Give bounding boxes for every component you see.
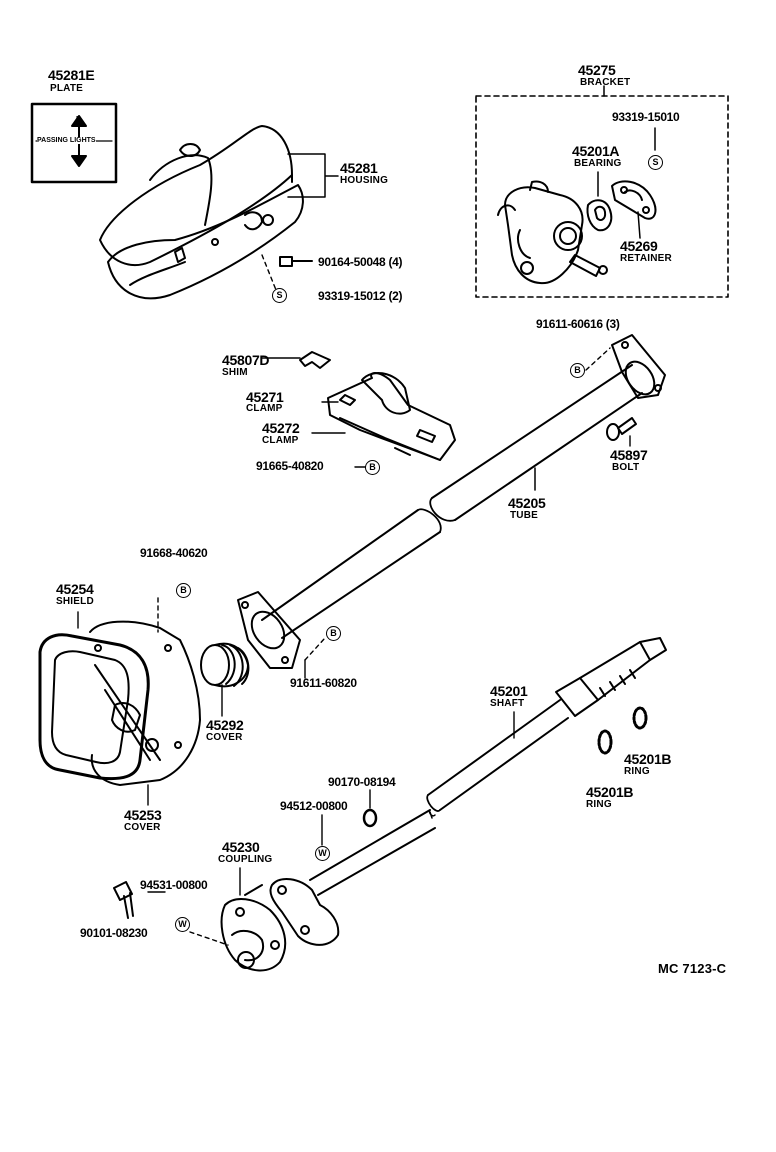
plate-drawing (30, 102, 118, 184)
boot-cover-drawing (200, 642, 250, 688)
part-number-45271: 45271 (246, 389, 284, 405)
part-number-94531-00800: 94531-00800 (140, 878, 208, 892)
part-number-91611-60616: 91611-60616 (3) (536, 317, 620, 331)
part-number-45253: 45253 (124, 807, 162, 823)
part-number-45292: 45292 (206, 717, 244, 733)
part-name-clamp-45272: CLAMP (262, 435, 299, 446)
part-name-shaft: SHAFT (490, 698, 525, 709)
bolt-b-symbol-tube: B (570, 363, 585, 378)
part-number-93319-15010: 93319-15010 (612, 110, 680, 124)
clamp-drawing (327, 372, 456, 461)
part-name-bolt: BOLT (612, 462, 640, 473)
part-number-90101-08230: 90101-08230 (80, 926, 148, 940)
rings-drawing (597, 706, 648, 755)
part-number-45201: 45201 (490, 683, 528, 699)
part-name-clamp-45271: CLAMP (246, 403, 283, 414)
part-number-45272: 45272 (262, 420, 300, 436)
part-name-ring-upper: RING (624, 766, 650, 777)
part-number-45281E: 45281E (48, 67, 95, 83)
part-number-45201B-upper: 45201B (624, 751, 672, 767)
part-number-91668-40620: 91668-40620 (140, 546, 208, 560)
part-number-91611-60820: 91611-60820 (290, 676, 357, 690)
part-name-retainer: RETAINER (620, 253, 672, 264)
part-number-93319-15012: 93319-15012 (2) (318, 289, 403, 303)
shaft-drawing (309, 637, 667, 896)
washer-w-symbol-coupling: W (175, 917, 190, 932)
part-number-45254: 45254 (56, 581, 94, 597)
part-number-91665-40820: 91665-40820 (256, 459, 324, 473)
housing-screw-drawing (261, 254, 313, 291)
part-number-90164-50048: 90164-50048 (4) (318, 255, 403, 269)
part-name-coupling: COUPLING (218, 854, 273, 865)
part-name-ring-lower: RING (586, 799, 612, 810)
part-number-90170-08194: 90170-08194 (328, 775, 396, 789)
part-number-45269: 45269 (620, 238, 658, 254)
plate-text-top: L (76, 116, 81, 123)
part-name-plate: PLATE (50, 83, 84, 94)
part-name-tube: TUBE (510, 510, 539, 521)
part-name-bracket: BRACKET (580, 77, 631, 88)
part-number-45205: 45205 (508, 495, 546, 511)
bolt-b-symbol-shield: B (176, 583, 191, 598)
part-name-shield: SHIELD (56, 596, 94, 607)
shield-cover-drawing (38, 620, 201, 786)
part-number-45201B-lower: 45201B (586, 784, 634, 800)
bolt-b-symbol-clamp: B (365, 460, 380, 475)
diagram-code: MC 7123-C (658, 961, 727, 976)
washer-s-symbol-housing: S (272, 288, 287, 303)
tube-lower-drawing (237, 508, 442, 669)
tube-upper-drawing (429, 334, 666, 522)
part-name-housing: HOUSING (340, 175, 389, 186)
part-name-cover-45292: COVER (206, 732, 243, 743)
part-number-45897: 45897 (610, 447, 648, 463)
bolt-90101-drawing (113, 881, 134, 919)
part-name-cover-45253: COVER (124, 822, 161, 833)
washer-s-symbol: S (648, 155, 663, 170)
part-number-45275: 45275 (578, 62, 616, 78)
bolt-b-symbol-tube-flange: B (326, 626, 341, 641)
part-number-45201A: 45201A (572, 143, 620, 159)
part-name-shim: SHIM (222, 367, 248, 378)
washer-w-symbol-shaft: W (315, 846, 330, 861)
part-number-94512-00800: 94512-00800 (280, 799, 348, 813)
bracket-dashed-box (475, 95, 729, 298)
bolt-45897-drawing (606, 417, 637, 441)
plate-text-middle: PASSING LIGHTS (37, 137, 96, 144)
part-name-bearing: BEARING (574, 158, 622, 169)
part-number-45807D: 45807D (222, 352, 270, 368)
part-number-45281: 45281 (340, 160, 378, 176)
coupling-drawing (220, 878, 340, 972)
bracket-drawing (497, 180, 657, 285)
shim-drawing (299, 351, 331, 369)
part-number-45230: 45230 (222, 839, 260, 855)
nut-90170-drawing (362, 808, 378, 828)
plate-text-bottom: R (76, 156, 82, 163)
housing-drawing (99, 125, 304, 300)
